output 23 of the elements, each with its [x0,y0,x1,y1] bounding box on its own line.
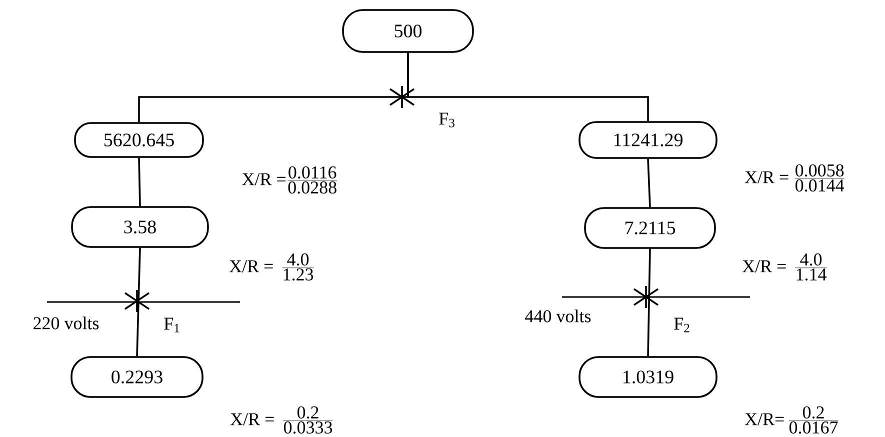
ratio-formula: $\mbox{X/R = }\,\frac{\mbox{0.2}}{\mbox{0.0333}}$ [230,406,333,434]
value-box: 11241.29 [578,121,718,159]
connector-line [407,52,649,122]
ratio-formula: $\mbox{X/R = }\frac{\mbox{0.0058}}{\mbox{0.0144}}$ [744,164,844,192]
value-box: 5620.645 [74,122,204,158]
value-box: 7.2115 [584,207,716,249]
ratio-formula: $\mbox{X/R=}\,\frac{\mbox{0.2}}{\mbox{0.0167}}$ [744,406,838,434]
annotation-label: F$_{1}$ [164,318,180,332]
value-box: 3.58 [71,206,209,248]
ratio-formula: $\mbox{X/R = }\,\frac{\mbox{4.0}}{\mbox{1.14}}$ [742,253,827,281]
annotation-label: 440 volts [525,310,591,322]
value-box: 1.0319 [578,356,718,398]
value-box: 0.2293 [70,356,204,398]
ratio-formula: $\mbox{X/R =}\frac{\mbox{0.0116}}{\mbox{0.0288}}$ [242,166,338,194]
connector-line [136,248,141,356]
annotation-label: 220 volts [34,316,99,330]
annotation-label: F$_{2}$ [674,318,690,332]
connector-line [138,158,141,206]
value-box: 500 [342,9,474,53]
connector-line [647,248,651,356]
connector-line [647,158,651,208]
annotation-label: F$_{3}$ [439,112,454,128]
ratio-formula: $\mbox{X/R = }\,\frac{\mbox{4.0}}{\mbox{1.23}}$ [229,253,314,281]
